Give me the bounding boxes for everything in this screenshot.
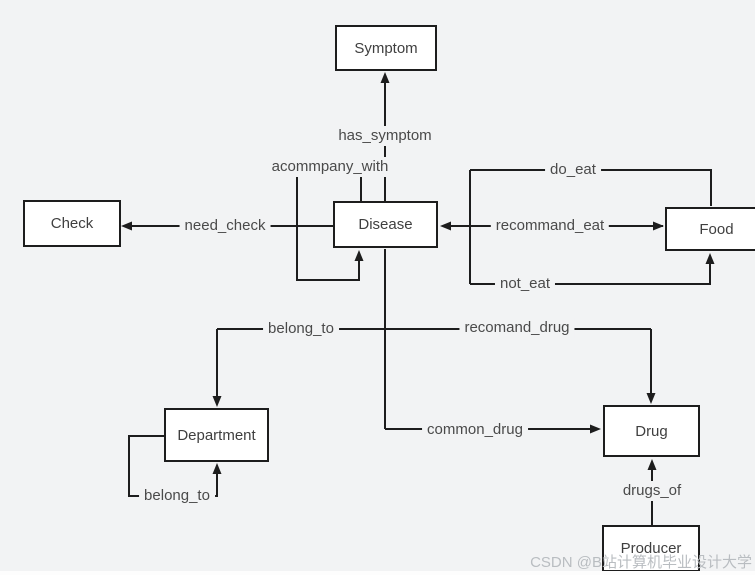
edge-label-belong-to-self: belong_to [139, 486, 215, 506]
edge-label-not-eat: not_eat [494, 274, 556, 294]
edge-label-do-eat: do_eat [545, 160, 601, 180]
node-drug: Drug [603, 405, 700, 457]
node-food: Food [665, 207, 755, 251]
node-check: Check [23, 200, 121, 247]
edge-label-common-drug: common_drug [422, 420, 528, 440]
edge-label-recommand-eat: recommand_eat [490, 216, 610, 236]
edge-label-belong-to-department: belong_to [263, 319, 339, 339]
edge-label-acommpany-with: acommpany_with [266, 157, 394, 177]
node-disease: Disease [333, 201, 438, 248]
node-symptom: Symptom [335, 25, 437, 71]
edge-belong-to-self [128, 435, 222, 497]
bottom-strip [0, 571, 755, 575]
node-producer: Producer [602, 525, 700, 572]
edge-label-has-symptom: has_symptom [333, 126, 437, 146]
node-department: Department [164, 408, 269, 462]
edge-label-recomand-drug: recomand_drug [459, 318, 575, 338]
edge-label-need-check: need_check [179, 216, 271, 236]
edge-label-drugs-of: drugs_of [617, 481, 687, 501]
watermark: CSDN @B站计算机毕业设计大学 [530, 554, 752, 571]
